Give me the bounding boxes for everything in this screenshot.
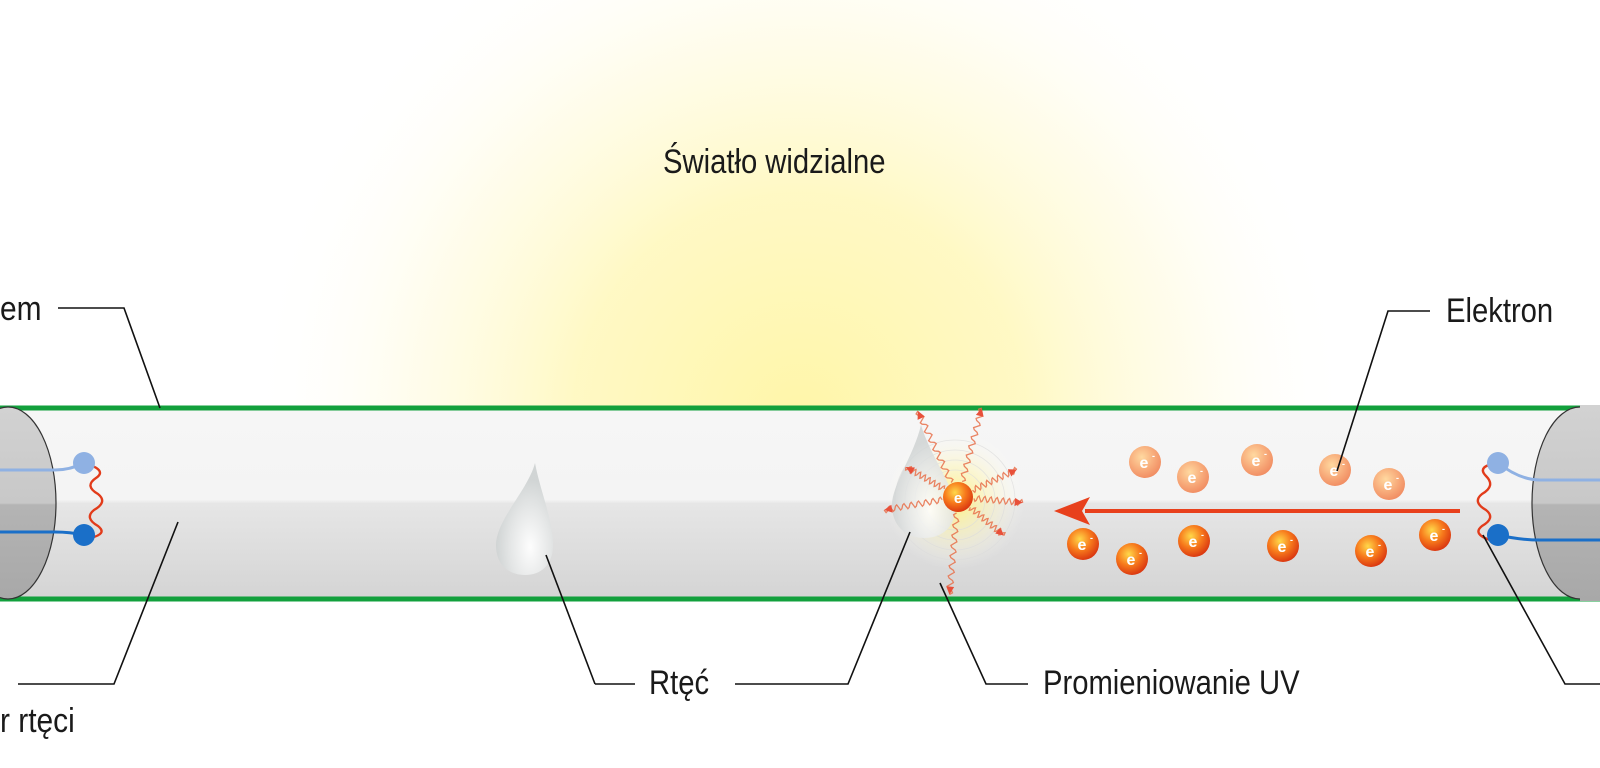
electron-flow-arrow: [1054, 497, 1460, 525]
uv-rays: [883, 407, 1024, 596]
wavy-arrow-icon: [973, 494, 1024, 507]
label-uv: Promieniowanie UV: [1043, 663, 1300, 702]
electron-charge: -: [1396, 473, 1399, 483]
uv-ray-arrowhead: [946, 586, 955, 595]
electron-label: e: [1252, 453, 1261, 470]
electron-charge: -: [1201, 530, 1204, 540]
right-electrode: [1476, 452, 1600, 546]
left-filament-icon: [83, 461, 104, 540]
leader-mercury-drop: [545, 554, 596, 685]
left-electrode: [0, 452, 104, 546]
label-vapor: r rtęci: [0, 701, 75, 739]
electron-label: e: [1330, 463, 1339, 480]
leader-uv: [939, 582, 1028, 685]
uv-ray-arrowhead: [975, 408, 984, 417]
electron-sphere-icon: e-: [1177, 461, 1209, 493]
uv-ray-arrowhead: [906, 467, 915, 475]
electron-sphere-icon: e-: [1129, 446, 1161, 478]
electron-charge: -: [1139, 548, 1142, 558]
uv-ray-arrowhead: [1007, 469, 1017, 477]
electron-label: e: [1366, 544, 1375, 561]
electron-charge: -: [1152, 451, 1155, 461]
electron-label: e: [1078, 537, 1087, 554]
electron-sphere-icon: e-: [1355, 535, 1387, 567]
electron-sphere-icon: e-: [1319, 454, 1351, 486]
left-end-cap: [0, 406, 57, 600]
label-electrons: Elektron: [1446, 291, 1553, 330]
electron-charge: -: [1442, 524, 1445, 534]
electron-label: e: [1189, 534, 1198, 551]
leader-filament: [1482, 534, 1600, 685]
electron-sphere-icon: e-: [1373, 468, 1405, 500]
electron-label: e: [1278, 539, 1287, 556]
mercury-atom-droplet-icon: [892, 425, 956, 538]
electron-sphere-icon: e-: [1241, 444, 1273, 476]
leader-lines: [18, 307, 1600, 685]
right-filament-icon: [1476, 461, 1499, 542]
electron-label: e: [1384, 477, 1393, 494]
left-contact-top: [73, 452, 95, 474]
lamp-tube: [0, 405, 1600, 602]
uv-ray-arrowhead: [995, 527, 1004, 536]
electron-charge: -: [1090, 533, 1093, 543]
wavy-arrow-icon: [960, 407, 984, 483]
wavy-arrow-icon: [883, 496, 943, 514]
leader-vapor: [18, 521, 179, 685]
electron-sphere-icon: e-: [1419, 519, 1451, 551]
electron-sphere-icon: e-: [1267, 530, 1299, 562]
label-visible-light: Światło widzialne: [663, 142, 886, 181]
electron-sphere-icon: e-: [1178, 525, 1210, 557]
electron-charge: -: [1378, 540, 1381, 550]
electron-label: e: [1140, 455, 1149, 472]
right-contact-bottom: [1487, 524, 1509, 546]
uv-ray-arrowhead: [884, 504, 893, 513]
electron-symbol: e: [954, 490, 962, 507]
right-contact-top: [1487, 452, 1509, 474]
electron-label: e: [1430, 528, 1439, 545]
uv-ray-arrowhead: [917, 410, 925, 420]
visible-light-glow: [0, 0, 1600, 410]
label-coating: em: [0, 289, 42, 327]
electron-sphere-icon: e-: [1067, 528, 1099, 560]
leader-mercury-atom: [735, 531, 911, 685]
electron-charge: -: [1342, 459, 1345, 469]
electron-charge: -: [1264, 449, 1267, 459]
electron-charge: -: [1200, 466, 1203, 476]
wavy-arrow-icon: [946, 512, 960, 596]
electrons: e-e-e-e-e-e-e-e-e-e-e-: [1067, 444, 1451, 575]
wavy-arrow-icon: [972, 466, 1018, 494]
wavy-arrow-icon: [915, 410, 954, 483]
electron-charge: -: [1290, 535, 1293, 545]
electron-label: e: [1188, 470, 1197, 487]
leader-electron: [1336, 310, 1430, 472]
mercury-droplet-icon: [496, 463, 553, 575]
hit-electron: e: [943, 482, 973, 512]
left-contact-bottom: [73, 524, 95, 546]
uv-ray-arrowhead: [1014, 497, 1023, 506]
electron-label: e: [1127, 552, 1136, 569]
label-mercury: Rtęć: [649, 663, 709, 702]
leader-coating: [58, 307, 161, 409]
electron-sphere-icon: e-: [1116, 543, 1148, 575]
